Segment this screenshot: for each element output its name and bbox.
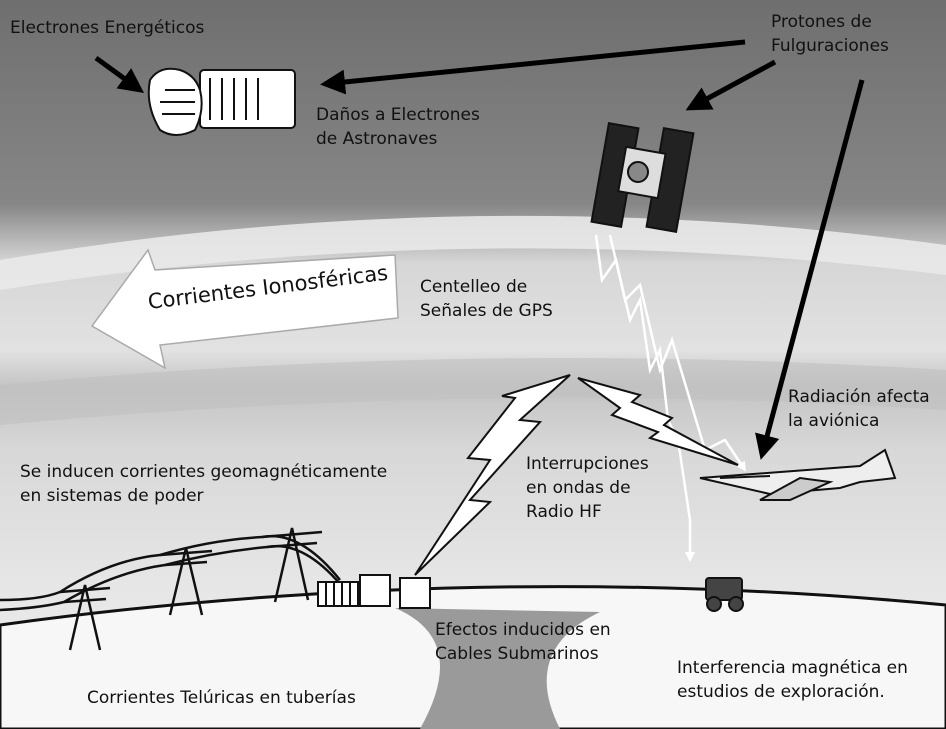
- label-magnetic-interference: Interferencia magnética en estudios de e…: [677, 658, 908, 702]
- hf-radio-bolt-right: [577, 377, 739, 466]
- electrons-arrow: [94, 55, 145, 93]
- label-telluric-currents: Corrientes Telúricas en tuberías: [87, 688, 356, 708]
- ionosphere-band: [0, 358, 946, 425]
- gps-signal-lines: [594, 234, 747, 562]
- label-submarine-cables: Efectos inducidos en Cables Submarinos: [435, 620, 611, 664]
- label-energetic-electrons: Electrones Energéticos: [10, 18, 205, 38]
- ionospheric-currents-arrow: [90, 248, 399, 370]
- label-power-systems: Se inducen corrientes geomagnéticamente …: [20, 462, 388, 506]
- protons-to-spacecraft-arrow: [320, 39, 746, 95]
- power-grid-icon: [0, 527, 346, 651]
- satellite-icon: [590, 121, 695, 234]
- ocean-area: [395, 608, 600, 729]
- label-flare-protons: Protones de Fulguraciones: [771, 12, 889, 56]
- label-spacecraft-damage: Daños a Electrones de Astronaves: [316, 105, 480, 149]
- protons-to-satellite-arrow: [685, 59, 777, 111]
- exploration-vehicle-icon: [705, 577, 744, 612]
- substation-icon: [317, 574, 431, 609]
- airplane-icon: [699, 448, 897, 501]
- atmosphere-band: [0, 215, 946, 290]
- electronics-module-icon: [147, 67, 296, 136]
- hf-radio-bolt-up: [414, 374, 571, 576]
- label-gps-scintillation: Centelleo de Señales de GPS: [420, 277, 553, 321]
- label-hf-radio: Interrupciones en ondas de Radio HF: [526, 454, 649, 522]
- label-avionics-radiation: Radiación afecta la aviónica: [788, 387, 930, 431]
- protons-to-aircraft-arrow: [755, 79, 865, 460]
